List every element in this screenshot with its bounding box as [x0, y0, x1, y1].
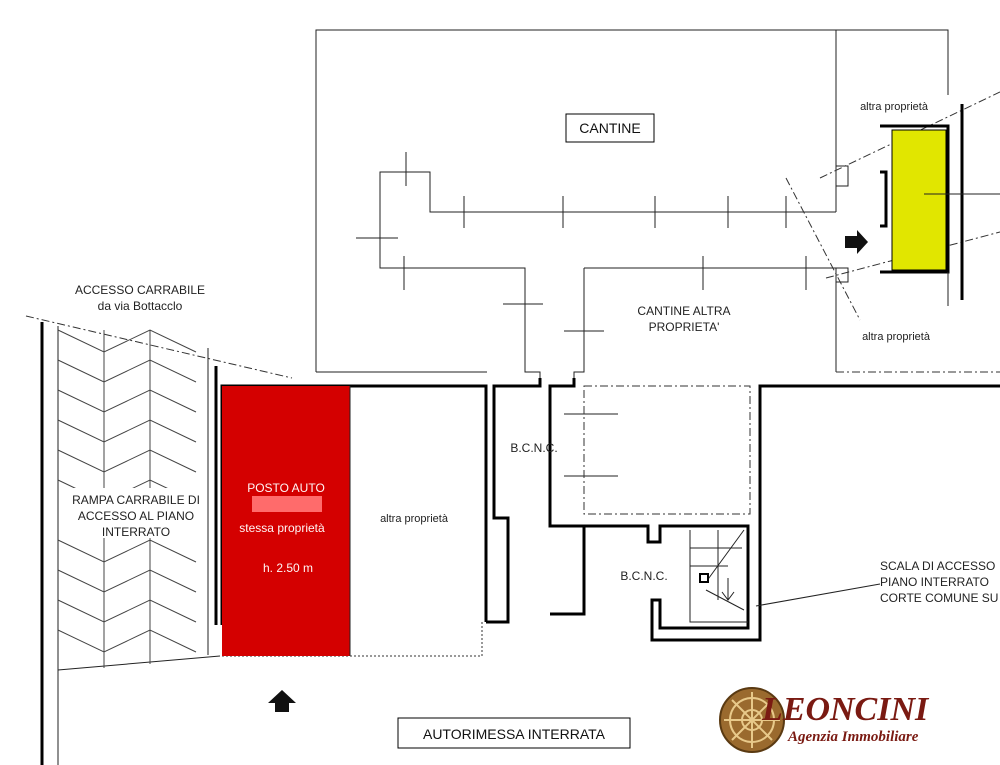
right-wall	[880, 104, 964, 306]
bcnc-label-1: B.C.N.C.	[510, 441, 557, 455]
ramp-label-2: ACCESSO AL PIANO	[78, 509, 194, 523]
leoncini-logo: LEONCINI Agenzia Immobiliare	[719, 687, 930, 753]
logo-name: LEONCINI	[761, 691, 930, 728]
parking-title: POSTO AUTO	[247, 481, 325, 495]
stair-note-1: SCALA DI ACCESSO	[880, 559, 995, 573]
altra-proprieta-right-label: altra proprietà	[862, 331, 931, 343]
redaction-mark	[252, 496, 322, 512]
stair	[689, 529, 881, 623]
parking-space	[222, 386, 350, 656]
logo-subtitle: Agenzia Immobiliare	[787, 729, 919, 745]
access-label-2: da via Bottacclo	[98, 299, 183, 313]
stair-note-3: CORTE COMUNE SU	[880, 591, 998, 605]
rosette-icon	[724, 692, 780, 748]
garage-walls	[214, 366, 1000, 657]
arrow-right-icon	[845, 230, 868, 254]
garage-label: AUTORIMESSA INTERRATA	[423, 726, 606, 742]
arrow-up-icon	[268, 690, 296, 712]
altra-proprieta-center-label: altra proprietà	[380, 513, 449, 525]
bcnc-label-2: B.C.N.C.	[620, 569, 667, 583]
parking-height: h. 2.50 m	[263, 561, 313, 575]
cantine-altra-label-2: PROPRIETA'	[649, 320, 720, 334]
ramp-label-1: RAMPA CARRABILE DI	[72, 493, 200, 507]
altra-proprieta-top-label: altra proprietà	[860, 101, 929, 113]
highlighted-unit	[891, 129, 947, 271]
access-label-1: ACCESSO CARRABILE	[75, 283, 205, 297]
cantine-outline	[315, 29, 1000, 477]
ramp-label-3: INTERRATO	[102, 525, 170, 539]
garage-label-box	[397, 717, 631, 749]
cantine-altra-label-1: CANTINE ALTRA	[637, 304, 730, 318]
parking-owner: stessa proprietà	[239, 521, 325, 535]
cantine-label: CANTINE	[565, 113, 655, 143]
stair-note-2: PIANO INTERRATO	[880, 575, 989, 589]
svg-text:CANTINE: CANTINE	[579, 120, 640, 136]
ramp-area	[25, 315, 293, 765]
